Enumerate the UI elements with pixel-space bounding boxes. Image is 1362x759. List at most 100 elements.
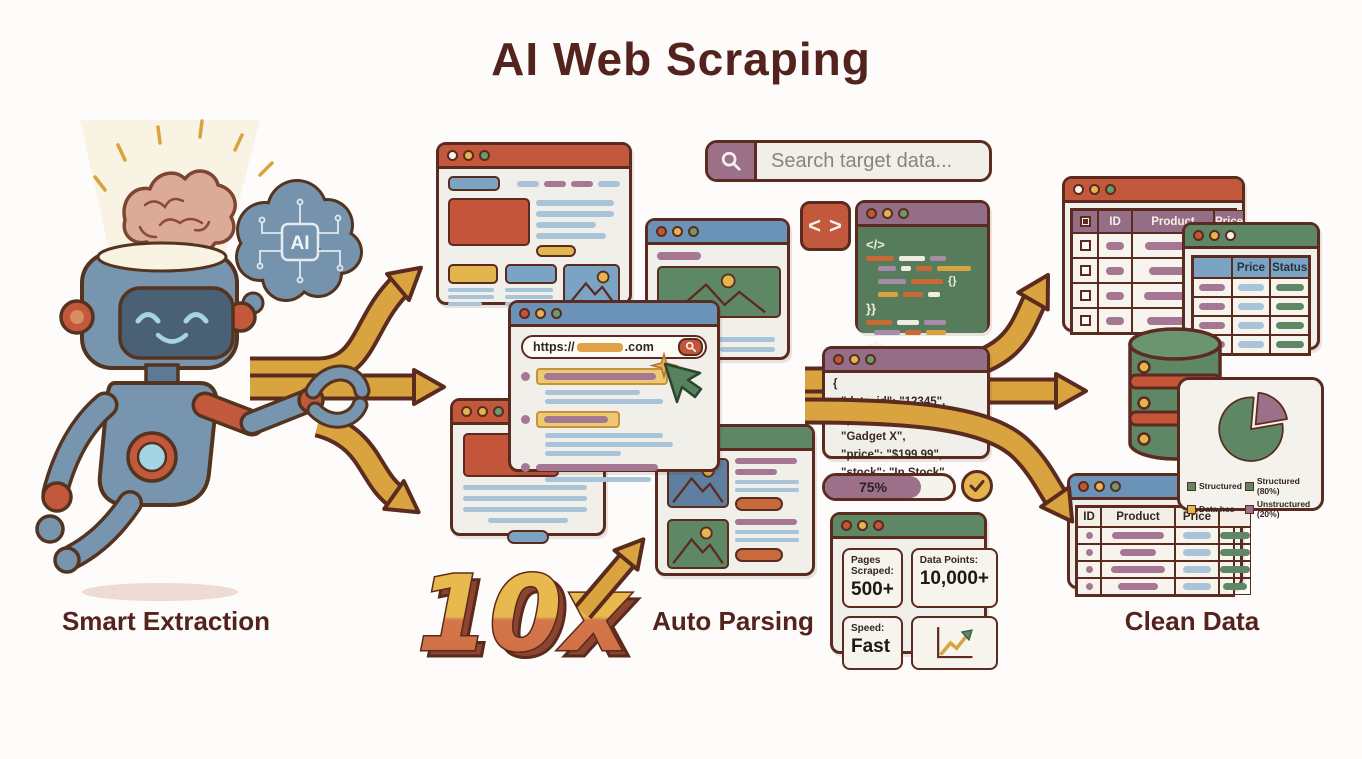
data-table: ID Product Price [1075,505,1251,597]
window-dot [898,208,909,219]
code-tag-icon: < > [800,201,851,251]
window-dot [1225,230,1236,241]
legend-item: Structured (80%) [1244,476,1316,496]
thought-bubble: AI [229,179,363,333]
url-suffix: .com [624,340,654,354]
code-content: </> {} }} </> [858,227,987,353]
image-placeholder-icon [657,266,781,318]
search-placeholder: Search target data... [771,149,953,172]
caption-smart-extraction: Smart Extraction [61,606,271,636]
json-line: "data_id": "12345", [841,395,946,408]
url-prefix: https:// [533,340,575,354]
robot-head [59,241,257,370]
column-header [1193,257,1232,278]
legend-swatch [1244,504,1254,514]
click-sparkle-icon [649,352,679,380]
pie-chart [1217,391,1288,462]
search-bar[interactable]: Search target data... [705,140,992,182]
code-brace-token: {} [948,275,957,287]
column-header: ID [1077,507,1101,527]
head-opening [96,241,228,273]
checkbox[interactable] [1079,265,1091,276]
circuit-lines [256,198,344,284]
url-search-button[interactable] [678,338,703,356]
stat-card-datapoints: Data Points: 10,000+ [910,548,999,608]
ai-chip-icon [280,222,320,262]
column-header: Status [1270,257,1309,278]
window-dot [841,520,852,531]
window-dot [493,406,504,417]
window-dot [447,150,458,161]
stat-card-speed: Speed: Fast [842,616,903,670]
window-titlebar [439,145,629,169]
checkbox[interactable] [1079,315,1091,326]
window-dot [1110,481,1121,492]
highlighted-result [536,368,668,385]
window-dot [866,208,877,219]
window-dot [535,308,546,319]
code-open-tag: </> [866,237,885,252]
robot-face-screen [118,286,235,360]
stat-card-pages: Pages Scraped: 500+ [842,548,903,608]
window-dot [882,208,893,219]
window-dot [1209,230,1220,241]
json-line: "product_name": "Gadget X", [841,413,935,444]
growth-arrow-icon [574,537,646,620]
progress-bar: 75% [822,473,956,501]
window-dot [1193,230,1204,241]
code-window: </> {} }} </> [855,200,990,353]
trend-chart-icon [937,627,974,659]
checkbox-header-icon [1079,216,1091,227]
caption-auto-parsing: Auto Parsing [652,606,814,636]
stats-cards: Pages Scraped: 500+ Data Points: 10,000+… [833,539,999,679]
button-pill [735,548,783,562]
check-icon [961,470,993,502]
page-title: AI Web Scraping [491,33,871,85]
window-dot [849,354,860,365]
window-dot [1094,481,1105,492]
browser-window-top [436,142,632,310]
window-dot [873,520,884,531]
window-dot [461,406,472,417]
window-dot [1073,184,1084,195]
highlighted-result [536,411,620,428]
window-content [439,169,629,317]
data-table: Price Status [1191,255,1311,356]
window-dot [833,354,844,365]
window-dot [463,150,474,161]
browser-window-central: https:// .com [508,300,720,482]
window-dot [672,226,683,237]
window-dot [1089,184,1100,195]
robot-arm-right [191,364,371,437]
pie-chart-card: Structured Structured (80%) Data hes Uns… [1177,377,1324,519]
window-content: https:// .com [511,327,717,488]
json-output-window: { "data_id": "12345", "product_name": "G… [822,346,990,497]
robot-shadow [82,583,238,601]
window-dot [865,354,876,365]
search-icon [708,143,757,179]
multiplier-10x-graphic: 10x 10x [416,537,646,670]
checkbox[interactable] [1079,240,1091,251]
light-rays-icon [93,119,274,192]
window-dot [1078,481,1089,492]
data-table-window-status: Price Status [1182,222,1320,356]
legend-swatch [1187,504,1196,514]
robot-face [135,312,209,344]
stat-card-trend [910,616,999,670]
image-placeholder-icon [667,519,729,569]
multiplier-text: 10x [417,553,632,670]
column-header: Price [1231,257,1271,278]
cursor-icon [649,352,703,404]
window-dot [1105,184,1116,195]
checkbox[interactable] [1079,290,1091,301]
code-close-braces: }} [866,301,877,316]
window-dot [688,226,699,237]
robot-illustration: AI [35,119,371,601]
url-redacted [576,342,623,352]
robot-arm-left [35,391,119,544]
url-bar[interactable]: https:// .com [521,335,707,359]
caption-clean-data: Clean Data [1124,606,1260,636]
column-header: Price [1175,507,1219,527]
json-line: "price": "$199.99", [841,449,943,462]
